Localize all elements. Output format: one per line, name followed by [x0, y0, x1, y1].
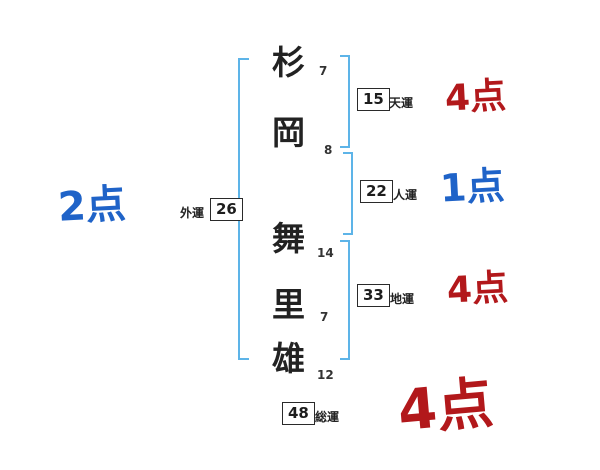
soun-score: 4点	[395, 370, 496, 445]
name-char-1: 杉	[272, 43, 305, 82]
chiun-score: 4点	[445, 267, 510, 312]
stroke-count-4: 7	[320, 310, 329, 324]
name-char-4: 里	[272, 285, 305, 324]
gaiun-score: 2点	[56, 181, 128, 231]
tenun-score: 4点	[443, 75, 508, 120]
jinun-label: 人運	[393, 188, 418, 202]
jinun-bracket	[343, 152, 353, 235]
jinun-value-box: 22	[360, 180, 393, 203]
name-char-5: 雄	[272, 339, 305, 378]
tenun-value-box: 15	[357, 88, 390, 111]
jinun-score: 1点	[438, 163, 506, 211]
tenun-label: 天運	[389, 96, 414, 110]
gaiun-label: 外運	[180, 206, 205, 220]
stroke-count-1: 7	[319, 64, 328, 78]
stroke-count-2: 8	[324, 143, 333, 157]
gaiun-value-box: 26	[210, 198, 243, 221]
chiun-bracket	[340, 240, 350, 360]
chiun-value-box: 33	[357, 284, 390, 307]
stroke-count-5: 12	[317, 368, 334, 382]
stroke-count-3: 14	[317, 246, 334, 260]
name-char-2: 岡	[272, 113, 305, 152]
tenun-bracket	[340, 55, 350, 148]
soun-value-box: 48	[282, 402, 315, 425]
soun-label: 総運	[315, 410, 340, 424]
chiun-label: 地運	[390, 292, 415, 306]
name-char-3: 舞	[272, 219, 305, 258]
